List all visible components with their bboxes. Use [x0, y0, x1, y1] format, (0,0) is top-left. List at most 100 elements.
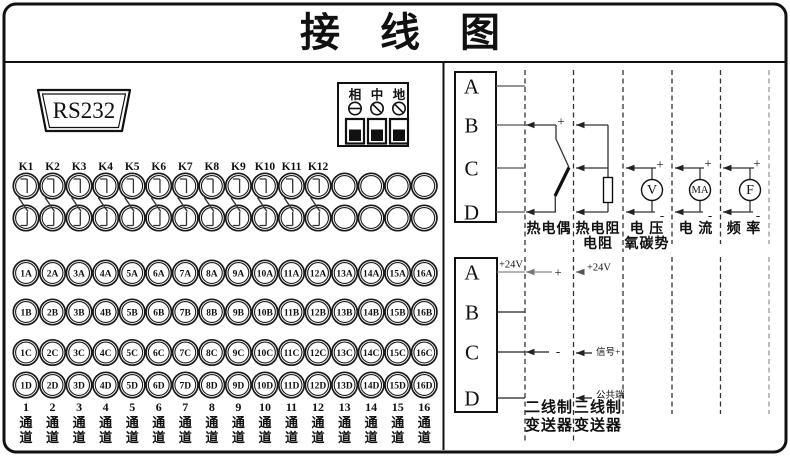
- relay-label-K3: K3: [72, 161, 87, 173]
- svg-text:2D: 2D: [47, 382, 59, 392]
- svg-text:道: 道: [232, 430, 245, 445]
- frequency-meter: F: [738, 178, 762, 202]
- section-label-oxygen-carbon: 氧碳势: [624, 235, 670, 252]
- channel-label-4: 4通道: [99, 400, 112, 445]
- terminal-6D: 6D: [145, 371, 173, 399]
- terminal-2D: 2D: [38, 371, 67, 399]
- terminal-13C: 13C: [331, 338, 359, 367]
- terminal-3A: 3A: [65, 259, 93, 287]
- terminal-16C: 16C: [410, 338, 438, 367]
- terminal-10C: 10C: [251, 338, 279, 367]
- terminal-9B: 9B: [224, 298, 252, 326]
- terminal-7B: 7B: [171, 298, 199, 326]
- terminal-11B: 11B: [277, 298, 306, 326]
- terminal-9C: 9C: [224, 338, 252, 367]
- current-meter-label: MA: [692, 185, 709, 196]
- svg-text:8A: 8A: [206, 270, 218, 280]
- relay-contact-pair-13: [331, 172, 359, 232]
- svg-text:通: 通: [179, 415, 192, 430]
- svg-text:9C: 9C: [233, 349, 245, 359]
- section-label-three-wire: 三线制: [574, 398, 622, 416]
- channel-label-7: 7通道: [179, 400, 192, 445]
- terminal-8B: 8B: [198, 298, 226, 326]
- terminal-10B: 10B: [251, 298, 279, 326]
- terminal-11D: 11D: [277, 371, 306, 399]
- channel-label-3: 3通道: [73, 400, 86, 445]
- svg-text:道: 道: [312, 430, 325, 445]
- svg-text:15: 15: [392, 400, 404, 414]
- signal-plus-label: 信号+: [596, 346, 620, 358]
- terminal-6B: 6B: [145, 298, 173, 326]
- transmitter-wiring-section: A B C D +24V + +24V - 信号+ 公共端 二线制 变送器 三线…: [454, 257, 770, 441]
- svg-text:1A: 1A: [20, 270, 32, 280]
- svg-text:9: 9: [235, 400, 241, 414]
- channel-label-6: 6通道: [152, 400, 165, 445]
- screw-terminal-icon: [391, 101, 406, 116]
- svg-text:道: 道: [19, 430, 32, 445]
- terminal-13D: 13D: [331, 371, 359, 399]
- terminal-8A: 8A: [198, 259, 226, 287]
- svg-text:12B: 12B: [310, 309, 327, 319]
- fuse-terminal-icon: [366, 117, 388, 145]
- relay-label-K1: K1: [19, 161, 34, 173]
- svg-text:14: 14: [365, 400, 377, 414]
- svg-text:道: 道: [391, 430, 404, 445]
- channel-label-2: 2通道: [46, 400, 59, 445]
- relay-label-K9: K9: [231, 161, 246, 173]
- terminal-4D: 4D: [92, 371, 120, 399]
- current-meter: MA: [688, 178, 712, 202]
- terminal-6A: 6A: [145, 259, 173, 287]
- svg-text:9B: 9B: [233, 309, 245, 319]
- svg-text:8B: 8B: [206, 309, 218, 319]
- svg-text:15D: 15D: [390, 382, 407, 392]
- svg-text:16A: 16A: [416, 270, 433, 280]
- svg-text:7: 7: [182, 400, 188, 414]
- svg-text:通: 通: [126, 415, 139, 430]
- terminal-d-bottom: D: [464, 387, 479, 411]
- terminal-13A: 13A: [331, 259, 359, 287]
- svg-text:8C: 8C: [206, 349, 218, 359]
- svg-text:5B: 5B: [127, 309, 139, 319]
- terminal-14B: 14B: [357, 298, 385, 326]
- terminal-7A: 7A: [171, 259, 199, 287]
- terminal-11A: 11A: [277, 259, 306, 287]
- terminal-4C: 4C: [92, 338, 120, 367]
- svg-text:4D: 4D: [100, 382, 112, 392]
- frequency-meter-label: F: [746, 183, 754, 198]
- terminal-b-bottom: B: [465, 301, 479, 325]
- svg-text:通: 通: [418, 415, 431, 430]
- terminal-7C: 7C: [171, 338, 199, 367]
- svg-text:2A: 2A: [47, 270, 59, 280]
- voltage-meter: V: [640, 178, 664, 202]
- svg-text:通: 通: [258, 415, 271, 430]
- svg-text:13D: 13D: [336, 382, 353, 392]
- fuse-terminal-icon: [344, 117, 366, 145]
- svg-text:3: 3: [76, 400, 82, 414]
- relay-contact-pair-2: [38, 172, 67, 232]
- rs232-label: RS232: [53, 98, 116, 123]
- terminal-7D: 7D: [171, 371, 199, 399]
- svg-text:11B: 11B: [284, 309, 300, 319]
- terminal-c-bottom: C: [465, 341, 479, 365]
- svg-text:12: 12: [312, 400, 324, 414]
- minus-sign: -: [756, 208, 760, 223]
- relay-contact-pair-8: [198, 172, 226, 232]
- transmitter-wiring-lines: [497, 257, 770, 441]
- svg-text:通: 通: [232, 415, 245, 430]
- terminal-2A: 2A: [38, 259, 67, 287]
- relay-label-K10: K10: [255, 161, 276, 173]
- relay-contact-pair-15: [384, 172, 412, 232]
- relay-contact-pair-10: [251, 172, 279, 232]
- svg-text:道: 道: [418, 430, 431, 445]
- terminal-1A: 1A: [12, 259, 40, 287]
- svg-text:1: 1: [23, 400, 29, 414]
- terminal-12C: 12C: [304, 338, 332, 367]
- terminal-5A: 5A: [118, 259, 146, 287]
- svg-text:2C: 2C: [47, 349, 59, 359]
- svg-text:13A: 13A: [336, 270, 353, 280]
- svg-text:13: 13: [339, 400, 351, 414]
